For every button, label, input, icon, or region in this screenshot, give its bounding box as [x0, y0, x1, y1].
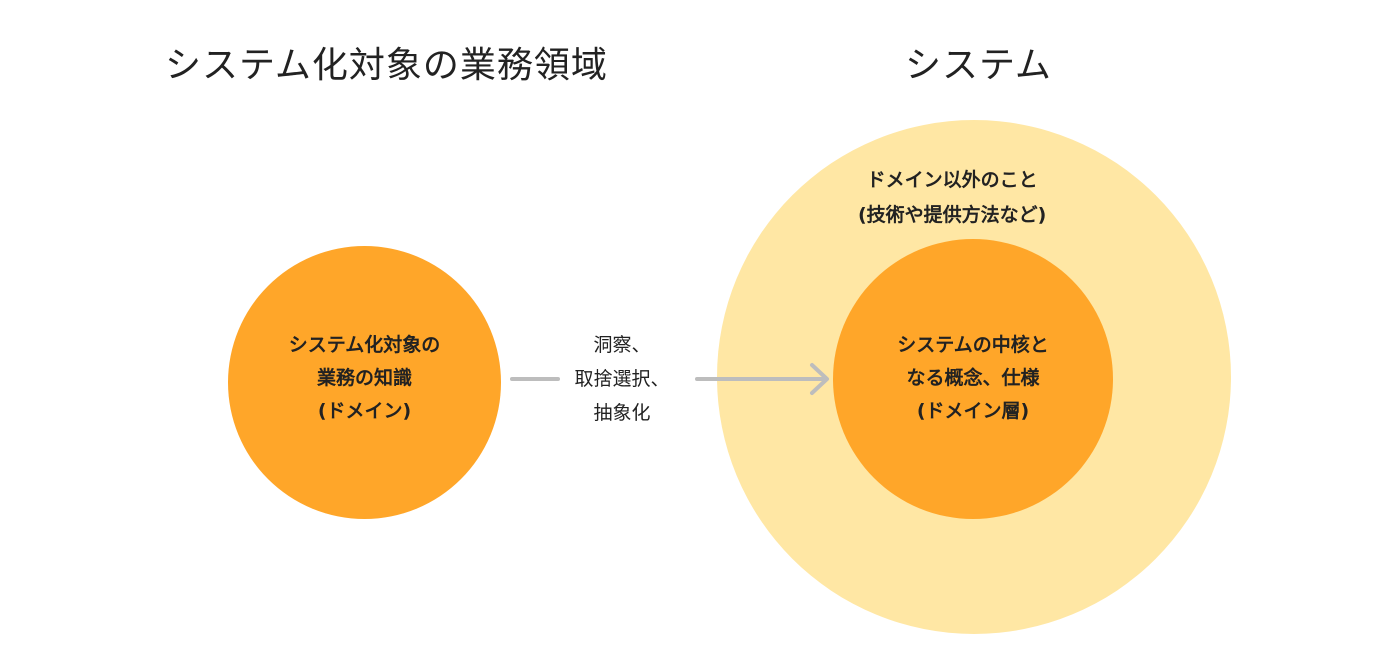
system-title: システム — [905, 45, 1052, 86]
domain-layer-label: システムの中核と なる概念、仕様 (ドメイン層) — [833, 329, 1113, 428]
domain-layer-circle: システムの中核と なる概念、仕様 (ドメイン層) — [833, 239, 1113, 519]
non-domain-label: ドメイン以外のこと (技術や提供方法など) — [858, 163, 1046, 233]
domain-layer-label-line: システムの中核と — [897, 334, 1049, 356]
modeling-process-line: 抽象化 — [593, 402, 651, 424]
domain-layer-label-line: なる概念、仕様 — [906, 367, 1040, 389]
modeling-process-line: 洞察、 — [593, 334, 651, 356]
domain-knowledge-label-line: 業務の知識 — [316, 367, 412, 389]
non-domain-label-line: (技術や提供方法など) — [858, 204, 1047, 226]
domain-knowledge-label: システム化対象の 業務の知識 (ドメイン) — [228, 329, 501, 428]
domain-layer-label-line: (ドメイン層) — [916, 400, 1030, 422]
modeling-process-line: 取捨選択、 — [574, 368, 670, 390]
domain-area-title: システム化対象の業務領域 — [165, 45, 608, 86]
domain-knowledge-label-line: システム化対象の — [288, 334, 441, 356]
modeling-process-label: 洞察、 取捨選択、 抽象化 — [562, 328, 682, 430]
domain-knowledge-circle: システム化対象の 業務の知識 (ドメイン) — [228, 246, 501, 519]
domain-knowledge-label-line: (ドメイン) — [317, 400, 412, 422]
non-domain-label-line: ドメイン以外のこと — [866, 169, 1038, 191]
